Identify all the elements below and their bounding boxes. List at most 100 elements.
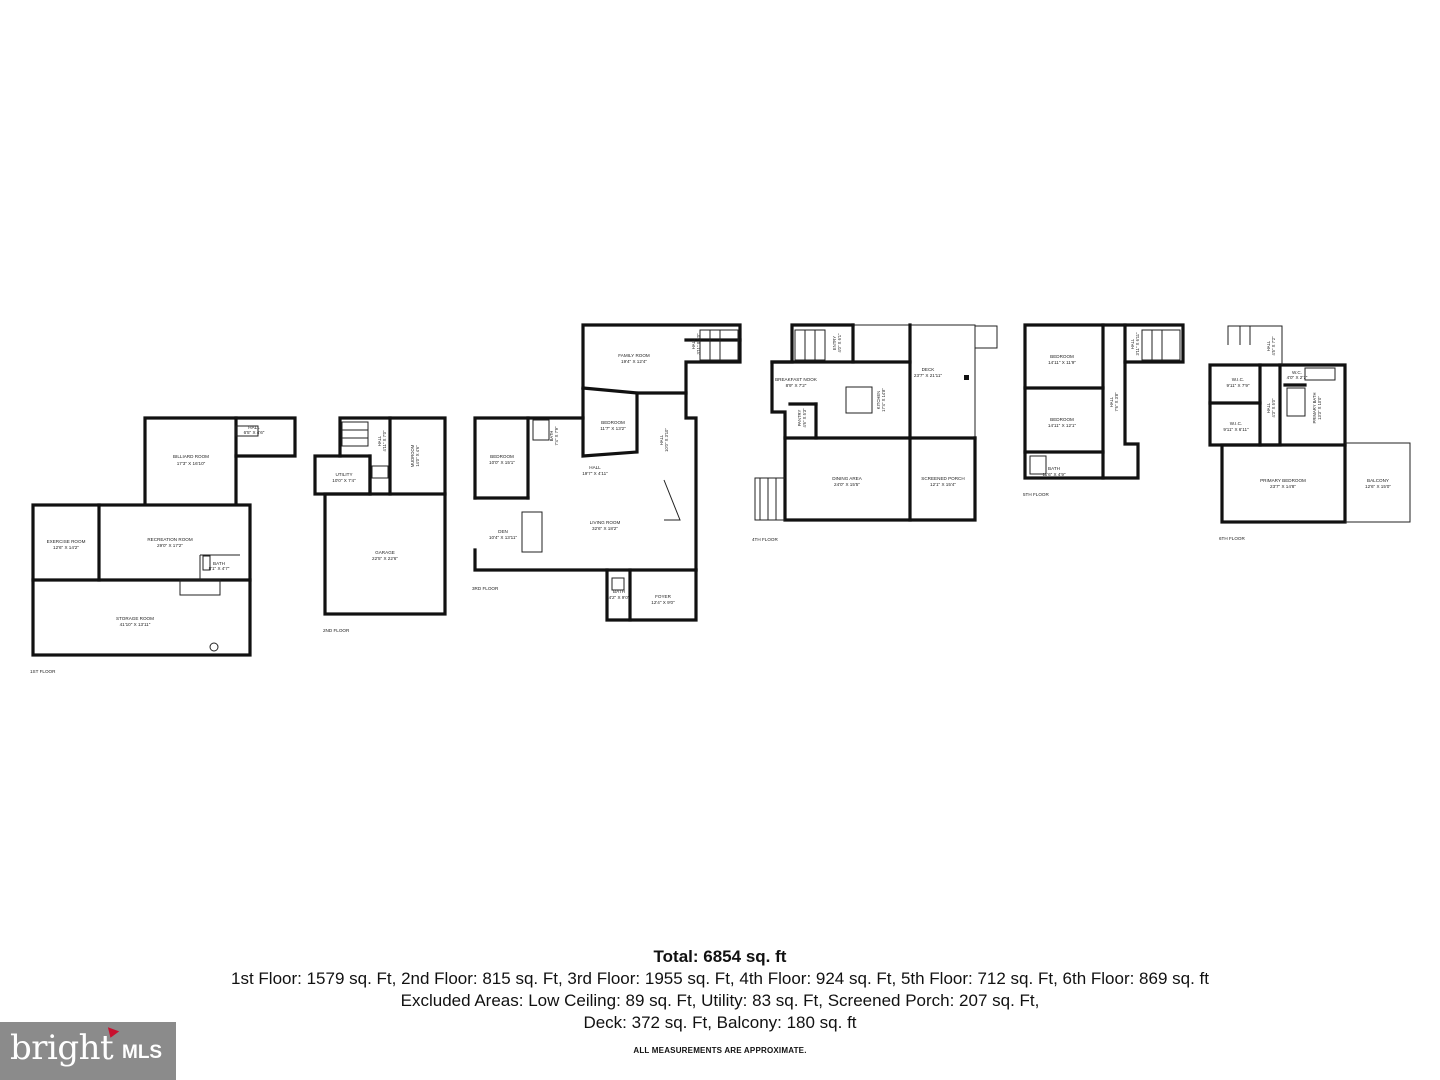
room-wc-dim: 4'0" X 2'7" — [1287, 375, 1308, 380]
room-exercise-dim: 12'6" X 14'2" — [53, 545, 79, 550]
logo-suffix: MLS — [122, 1042, 163, 1063]
floor-areas-line: 1st Floor: 1579 sq. Ft, 2nd Floor: 815 s… — [231, 969, 1209, 988]
total-area: Total: 6854 sq. ft — [653, 947, 787, 966]
room-hall-top-name: HALL — [1266, 340, 1271, 351]
room-den-name: DEN — [498, 529, 508, 534]
room-hall-mid-dim: 7'6" X 3'8" — [1114, 392, 1119, 412]
room-recreation-dim: 29'0" X 17'2" — [157, 543, 183, 548]
room-porch-name: SCREENED PORCH — [921, 476, 964, 481]
room-balcony-name: BALCONY — [1367, 478, 1389, 483]
room-foyer-name: FOYER — [655, 594, 672, 599]
bright-mls-logo: bright MLS — [0, 1022, 176, 1080]
room-bath-dim: 8'1" X 4'7" — [209, 566, 230, 571]
room-hall-mid-dim: 19'7" X 4'11" — [582, 471, 608, 476]
room-garage-name: GARAGE — [375, 550, 395, 555]
room-bath-name: BATH — [1048, 466, 1060, 471]
room-storage-dim: 41'10" X 13'11" — [120, 622, 151, 627]
room-hall-top-dim: 3'11" X 5'0" — [696, 333, 701, 355]
room-hall-name: HALL — [1266, 402, 1271, 413]
room-deck-dim: 23'7" X 21'11" — [914, 373, 943, 378]
room-wc-name: W.C. — [1292, 370, 1302, 375]
room-entry-dim: 4'0" X 6'1" — [837, 333, 842, 353]
room-bedroom-a-name: BEDROOM — [601, 420, 625, 425]
room-nook-name: BREAKFAST NOOK — [775, 377, 818, 382]
floor-plan-1st: BILLIARD ROOM 17'3" X 16'10" HALL 6'5" X… — [30, 416, 297, 674]
room-bath-a-dim: 7'4" X 7'9" — [554, 426, 559, 446]
room-wic-a-dim: 9'11" X 7'9" — [1226, 383, 1249, 388]
room-garage-dim: 22'5" X 22'6" — [372, 556, 398, 561]
room-family-name: FAMILY ROOM — [618, 353, 650, 358]
room-hall-dim: 4'11" X 7'0" — [382, 430, 387, 452]
room-hall-top-dim: 4'5" X 7'2" — [1271, 336, 1276, 356]
room-bedroom-b-dim: 14'11" X 12'1" — [1048, 423, 1077, 428]
room-deck-name: DECK — [922, 367, 936, 372]
room-hall-top-name: HALL — [1130, 338, 1135, 349]
room-kitchen-name: KITCHEN — [876, 391, 881, 409]
room-hall-name: HALL — [377, 435, 382, 446]
room-hall-mid-name: HALL — [589, 465, 601, 470]
room-utility-dim: 10'0" X 7'4" — [332, 478, 356, 483]
room-exercise-name: EXERCISE ROOM — [47, 539, 86, 544]
room-nook-dim: 8'9" X 7'2" — [786, 383, 807, 388]
excluded-areas-line-2: Deck: 372 sq. Ft, Balcony: 180 sq. ft — [583, 1013, 857, 1032]
room-den-dim: 10'4" X 13'11" — [489, 535, 518, 540]
room-recreation-name: RECREATION ROOM — [147, 537, 193, 542]
room-dining-dim: 24'0" X 15'5" — [834, 482, 860, 487]
room-hall-side-name: HALL — [659, 434, 664, 445]
room-mudroom-name: MUDROOM — [410, 444, 415, 467]
room-wic-a-name: W.I.C. — [1232, 377, 1245, 382]
room-bedroom-b-dim: 10'0" X 15'1" — [489, 460, 515, 465]
logo-brand: bright — [10, 1028, 114, 1068]
floor-plan-2nd: UTILITY 10'0" X 7'4" HALL 4'11" X 7'0" M… — [313, 416, 447, 633]
room-hall-top-name: HALL — [691, 338, 696, 349]
room-bath-b-name: BATH — [613, 589, 625, 594]
room-bedroom-a-dim: 14'11" X 11'9" — [1048, 360, 1076, 365]
room-porch-dim: 12'1" X 15'4" — [930, 482, 956, 487]
measurement-disclaimer: ALL MEASUREMENTS ARE APPROXIMATE. — [633, 1046, 807, 1055]
floor-plan-3rd: FAMILY ROOM 19'4" X 12'4" HALL 3'11" X 5… — [472, 323, 742, 622]
room-mudroom-dim: 14'0" X 4'6" — [415, 445, 420, 467]
room-bath-name: BATH — [213, 561, 225, 566]
room-bedroom-b-name: BEDROOM — [1050, 417, 1074, 422]
room-kitchen-dim: 17'4" X 14'8" — [881, 388, 886, 412]
room-entry-name: ENTRY — [832, 336, 837, 350]
room-primary-bedroom-dim: 23'7" X 14'8" — [1270, 484, 1296, 489]
room-bath-a-name: BATH — [549, 431, 554, 442]
room-bedroom-a-dim: 11'7" X 13'2" — [600, 426, 626, 431]
floor-plans: BILLIARD ROOM 17'3" X 16'10" HALL 6'5" X… — [30, 323, 1411, 674]
room-pantry-name: PANTRY — [797, 409, 802, 426]
room-bath-dim: 11'6" X 4'9" — [1042, 472, 1065, 477]
excluded-areas-line: Excluded Areas: Low Ceiling: 89 sq. Ft, … — [400, 991, 1040, 1010]
floor-plan-6th: HALL 4'5" X 7'2" W.I.C. 9'11" X 7'9" W.C… — [1208, 325, 1411, 541]
room-balcony-dim: 12'6" X 15'0" — [1365, 484, 1391, 489]
room-bedroom-a-name: BEDROOM — [1050, 354, 1074, 359]
floor-label-4th: 4TH FLOOR — [752, 537, 778, 542]
room-wic-b-dim: 9'11" X 6'11" — [1223, 427, 1249, 432]
area-summary: Total: 6854 sq. ft 1st Floor: 1579 sq. F… — [0, 946, 1440, 1034]
room-billiard-name: BILLIARD ROOM — [173, 454, 209, 459]
room-storage-name: STORAGE ROOM — [116, 616, 154, 621]
floor-label-1st: 1ST FLOOR — [30, 669, 56, 674]
room-hall-dim: 6'5" X 4'6" — [244, 430, 265, 435]
floor-label-2nd: 2ND FLOOR — [323, 628, 350, 633]
room-utility-name: UTILITY — [335, 472, 352, 477]
room-living-name: LIVING ROOM — [590, 520, 621, 525]
room-hall-side-dim: 10'0" X 3'10" — [664, 428, 669, 452]
room-hall-name: HALL — [248, 425, 260, 430]
room-primary-bath-name: PRIMARY BATH — [1312, 393, 1317, 424]
room-foyer-dim: 12'4" X 9'0" — [651, 600, 675, 605]
floor-label-3rd: 3RD FLOOR — [472, 586, 499, 591]
room-primary-bedroom-name: PRIMARY BEDROOM — [1260, 478, 1306, 483]
room-bedroom-b-name: BEDROOM — [490, 454, 514, 459]
room-hall-dim: 4'3" X 5'0" — [1271, 398, 1276, 418]
floor-plan-4th: ENTRY 4'0" X 6'1" BREAKFAST NOOK 8'9" X … — [752, 323, 998, 542]
room-primary-bath-dim: 13'3" X 10'0" — [1317, 396, 1322, 420]
floor-label-5th: 5TH FLOOR — [1023, 492, 1049, 497]
floor-plan-5th: BEDROOM 14'11" X 11'9" HALL 3'11" X 6'11… — [1023, 323, 1185, 497]
room-dining-name: DINING AREA — [832, 476, 863, 481]
room-living-dim: 32'6" X 18'2" — [592, 526, 618, 531]
room-hall-mid-name: HALL — [1109, 396, 1114, 407]
room-hall-top-dim: 3'11" X 6'11" — [1135, 332, 1140, 356]
floor-label-6th: 6TH FLOOR — [1219, 536, 1245, 541]
room-billiard-dim: 17'3" X 16'10" — [177, 461, 206, 466]
